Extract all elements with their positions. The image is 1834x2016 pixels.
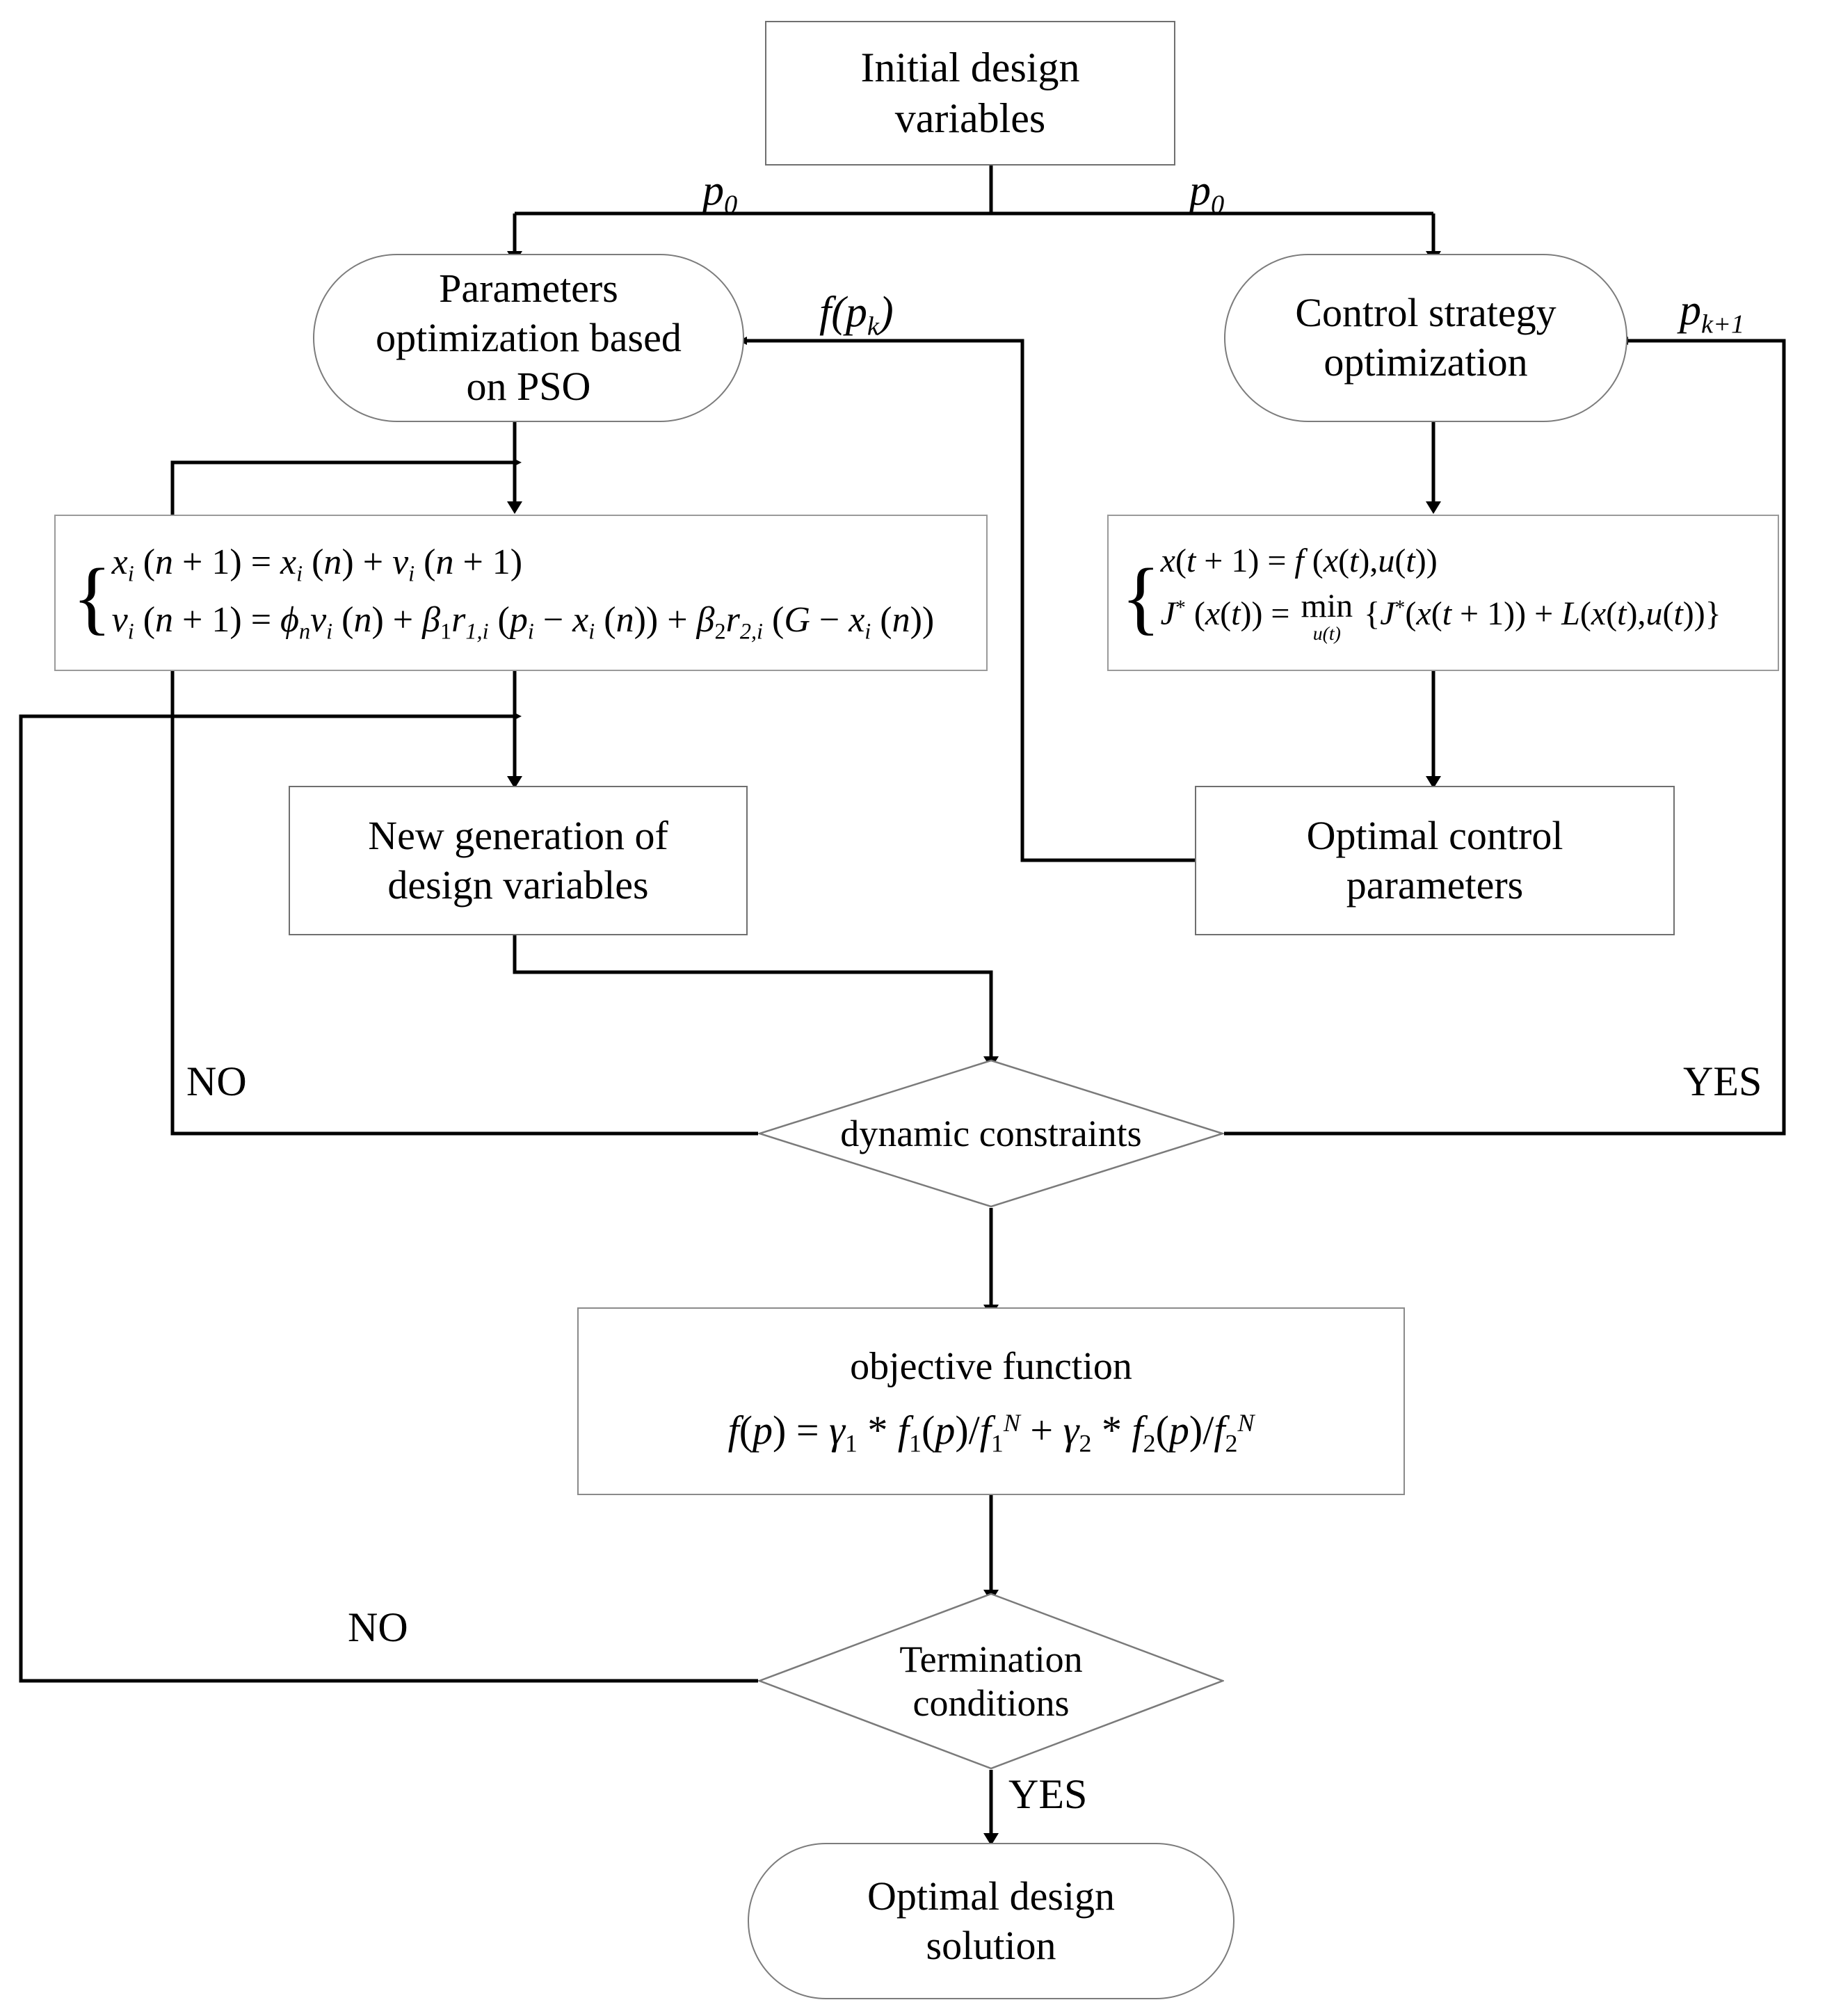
node-optimal-control-parameters[interactable]: Optimal control parameters (1195, 786, 1675, 935)
node-termination-conditions[interactable]: Termination conditions (758, 1592, 1224, 1770)
node-control-strategy-optimization-label: Control strategy optimization (1295, 290, 1557, 385)
node-initial-design-variables[interactable]: Initial design variables (765, 21, 1175, 166)
node-dynamic-constraints[interactable]: dynamic constraints (758, 1059, 1224, 1208)
edge-label-yes-dynamic-constraints: YES (1683, 1058, 1762, 1104)
node-initial-design-variables-label: Initial design variables (860, 44, 1080, 141)
node-new-generation-label: New generation of design variables (368, 812, 668, 908)
edge-label-yes-termination: YES (1008, 1771, 1088, 1817)
node-new-generation-of-design-variables[interactable]: New generation of design variables (289, 786, 748, 935)
node-dynamic-constraints-label: dynamic constraints (840, 1112, 1142, 1154)
node-control-strategy-optimization[interactable]: Control strategy optimization (1224, 254, 1627, 422)
dp-equation-line-1: x(t + 1) = f (x(t),u(t)) (1160, 542, 1438, 580)
edge-label-no-dynamic-constraints: NO (186, 1058, 247, 1104)
node-optimal-design-solution-label: Optimal design solution (867, 1873, 1115, 1968)
edge-label-p-k-plus-1: pk+1 (1680, 287, 1745, 339)
node-parameters-optimization-label: Parameters optimization based on PSO (376, 265, 682, 410)
pso-equation-line-2: vi (n + 1) = ϕnvi (n) + β1r1,i (pi − xi … (111, 599, 935, 643)
wire-newgen-to-dynconstraints (513, 935, 999, 1069)
edge-label-no-termination: NO (348, 1604, 408, 1650)
node-parameters-optimization[interactable]: Parameters optimization based on PSO (313, 254, 744, 422)
node-optimal-control-parameters-label: Optimal control parameters (1306, 812, 1563, 908)
equation-box-pso: { xi (n + 1) = xi (n) + vi (n + 1) vi (n… (54, 515, 988, 671)
node-objective-function[interactable]: objective function f(p) = γ1 * f1(p)/f1N… (577, 1307, 1405, 1495)
node-termination-conditions-label: Termination conditions (899, 1638, 1083, 1724)
edge-label-p0-left: p0 (702, 167, 738, 220)
objective-function-equation: f(p) = γ1 * f1(p)/f1N + γ2 * f2(p)/f2N (727, 1408, 1255, 1458)
objective-function-title: objective function (850, 1345, 1132, 1389)
edge-label-f-pk: f(pk) (819, 289, 894, 341)
pso-equation-line-1: xi (n + 1) = xi (n) + vi (n + 1) (111, 542, 523, 586)
equation-box-dynamic-programming: { x(t + 1) = f (x(t),u(t)) J* (x(t)) = m… (1107, 515, 1779, 671)
node-optimal-design-solution[interactable]: Optimal design solution (748, 1843, 1234, 1999)
edge-label-p0-right: p0 (1189, 167, 1225, 220)
wire-dynconstraints-yes (1224, 337, 1786, 1136)
